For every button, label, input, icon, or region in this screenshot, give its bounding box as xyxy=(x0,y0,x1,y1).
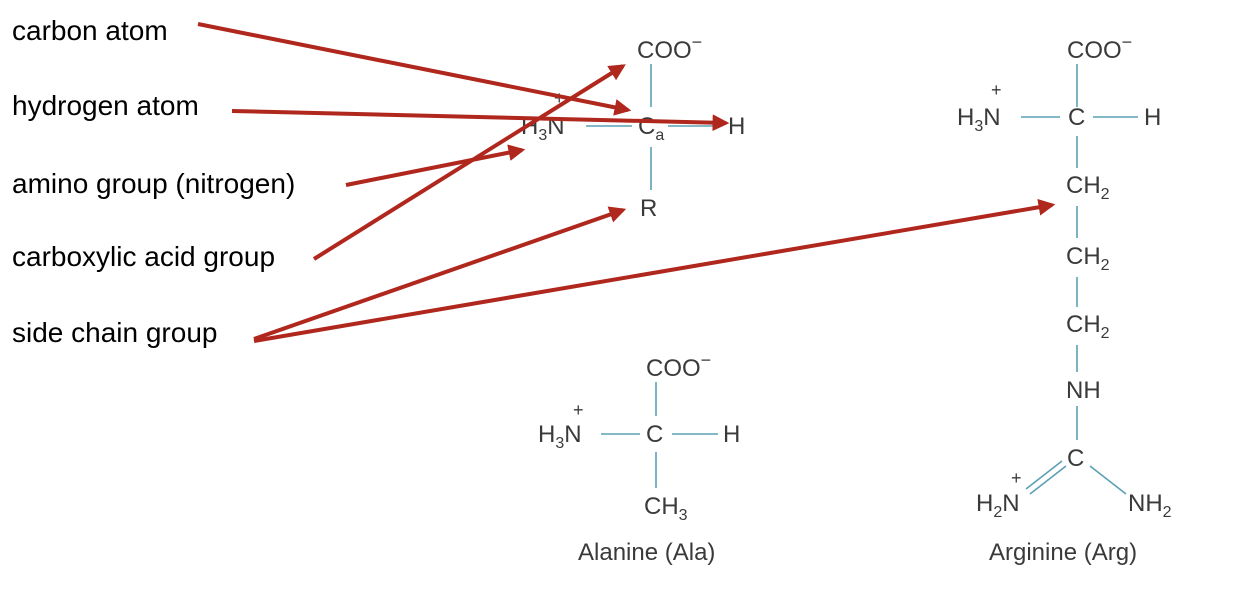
alanine-carboxyl: COO− xyxy=(646,350,711,382)
arginine-name: Arginine (Arg) xyxy=(989,539,1137,566)
arginine-ch2-3: CH2 xyxy=(1066,311,1110,342)
alanine-amine: H3N xyxy=(538,421,582,452)
arginine-plus-charge: + xyxy=(991,80,1002,100)
arginine-bond-right-nh2 xyxy=(1089,465,1127,495)
generic-carboxyl: COO− xyxy=(637,32,702,64)
arginine-amine: H3N xyxy=(957,104,1001,135)
alanine-structure: COO− + H3N C H CH3 Alanine (Ala) xyxy=(538,350,740,566)
label-amino-group: amino group (nitrogen) xyxy=(12,168,295,199)
label-carbon-atom: carbon atom xyxy=(12,15,168,46)
generic-alpha-carbon: Ca xyxy=(638,113,664,144)
arrow-amino-group xyxy=(345,144,526,187)
alanine-methyl: CH3 xyxy=(644,493,688,524)
arginine-carbon: C xyxy=(1068,104,1085,131)
alanine-plus-charge: + xyxy=(573,400,584,420)
generic-amino-acid: COO− + H3N Ca H R xyxy=(521,32,745,222)
arrow-hydrogen-atom xyxy=(231,109,730,132)
arginine-ch2-2: CH2 xyxy=(1066,243,1110,274)
arginine-left-plus: + xyxy=(1011,468,1022,488)
alanine-hydrogen: H xyxy=(723,421,740,448)
label-carboxylic-acid-group: carboxylic acid group xyxy=(12,241,275,272)
arginine-hydrogen: H xyxy=(1144,104,1161,131)
arrow-carboxylic-acid-group xyxy=(312,64,626,261)
arginine-structure: COO− + H3N C H CH2 CH2 CH2 NH C + H2N NH… xyxy=(957,32,1172,566)
arrow-group xyxy=(197,22,1056,343)
arginine-ch2-1: CH2 xyxy=(1066,172,1110,203)
generic-hydrogen: H xyxy=(728,113,745,140)
alanine-carbon: C xyxy=(646,421,663,448)
arginine-right-nh2: NH2 xyxy=(1128,490,1172,521)
label-list: carbon atom hydrogen atom amino group (n… xyxy=(12,15,295,348)
generic-r-group: R xyxy=(640,195,657,222)
arrow-carbon-atom xyxy=(197,22,632,116)
label-hydrogen-atom: hydrogen atom xyxy=(12,90,199,121)
arginine-guanidino-carbon: C xyxy=(1067,445,1084,472)
arginine-left-nh2: H2N xyxy=(976,490,1020,521)
arrow-side-chain-generic xyxy=(253,206,627,341)
arginine-carboxyl: COO− xyxy=(1067,32,1132,64)
alanine-name: Alanine (Ala) xyxy=(578,539,715,566)
label-side-chain-group: side chain group xyxy=(12,317,217,348)
arginine-double-bond-a xyxy=(1029,465,1067,495)
arginine-nh: NH xyxy=(1066,377,1101,404)
arrow-side-chain-arginine xyxy=(253,198,1056,343)
arginine-double-bond-b xyxy=(1025,460,1063,490)
